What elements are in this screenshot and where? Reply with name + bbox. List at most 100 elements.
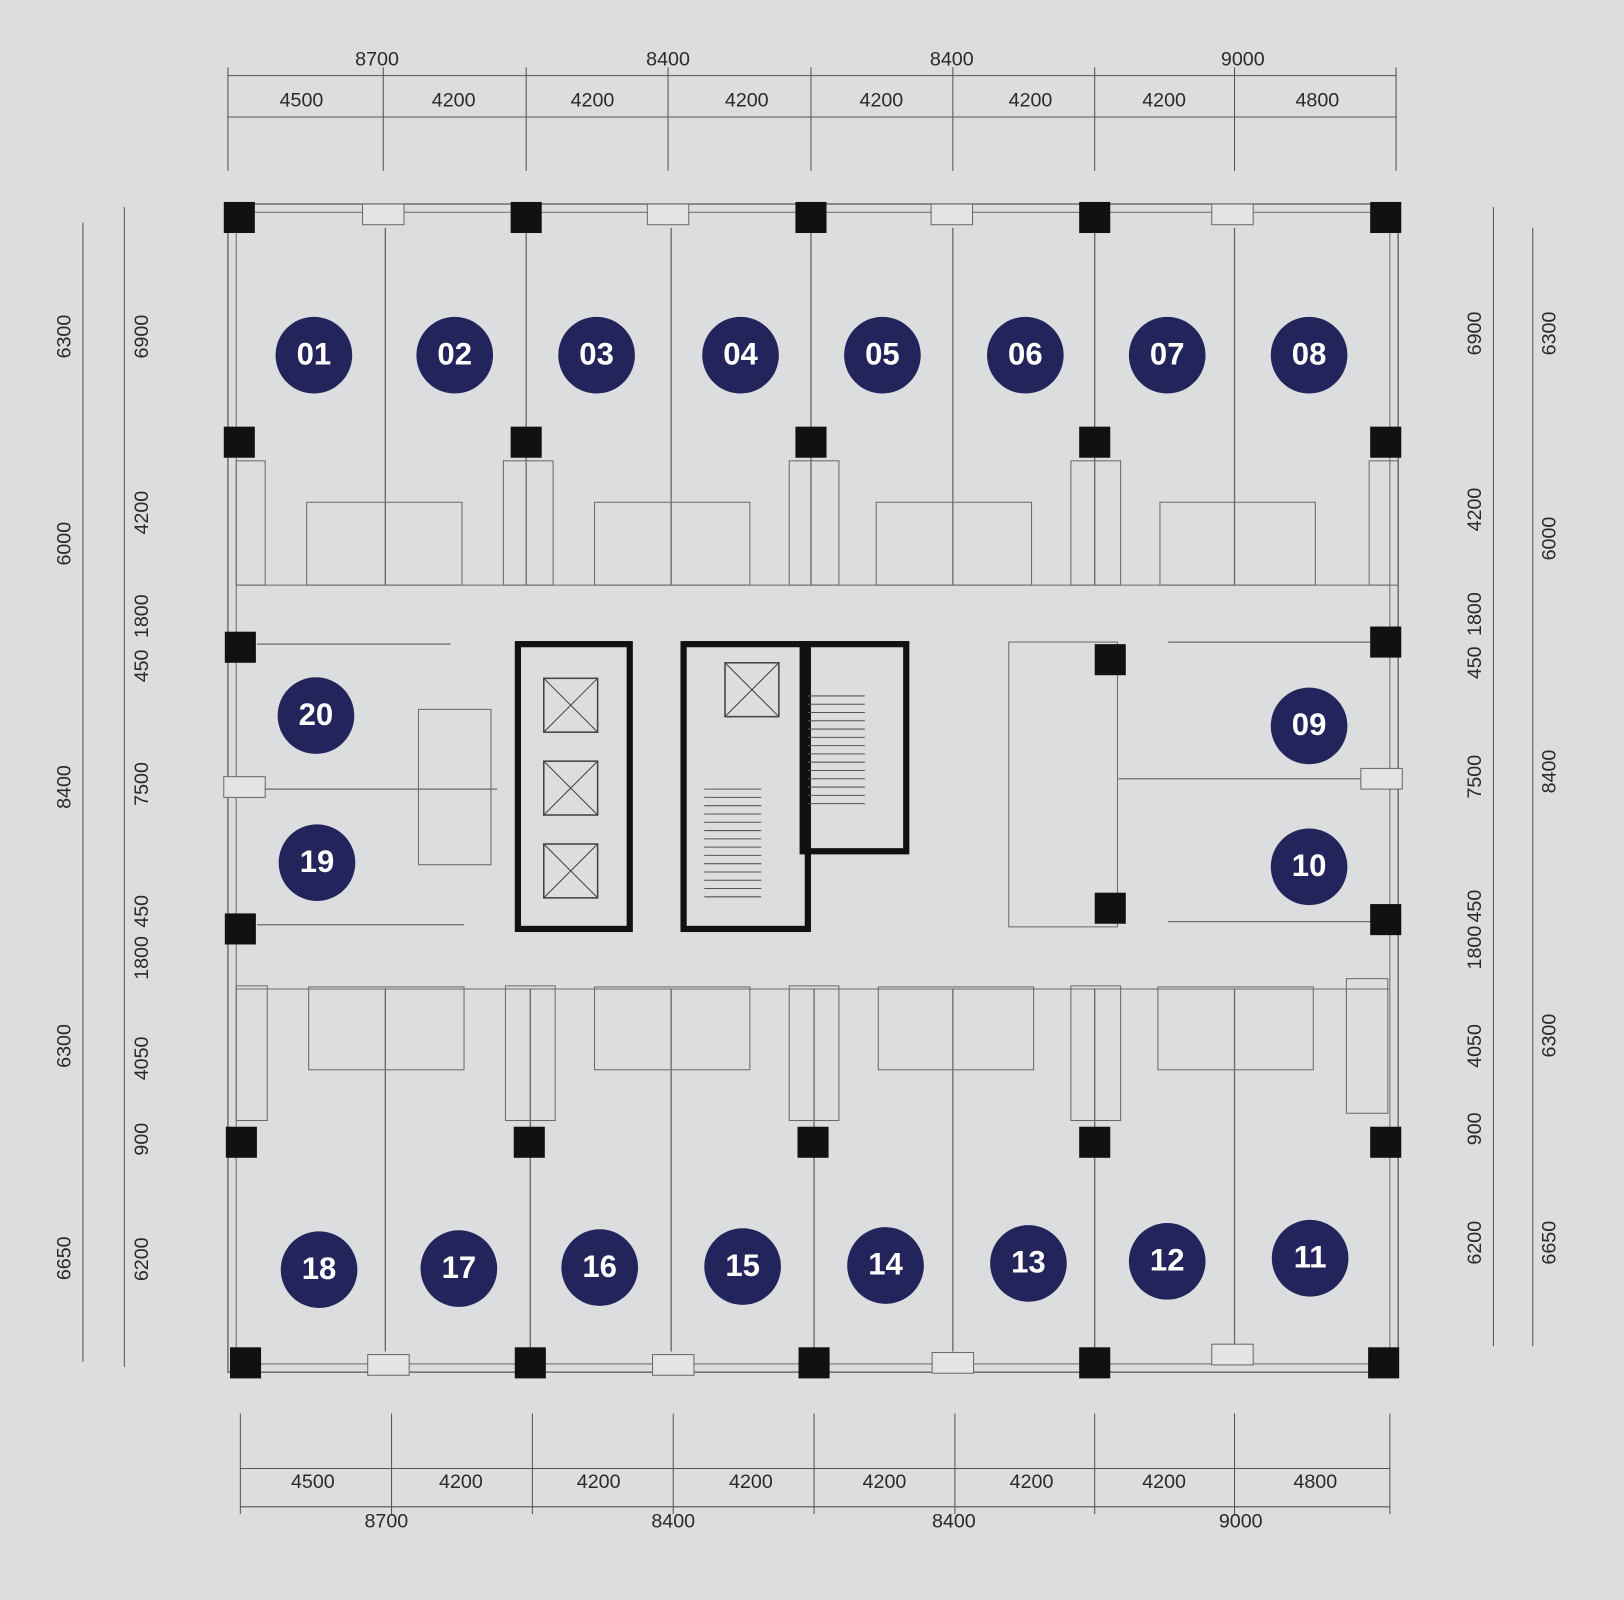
dimension-label: 4200 <box>1142 90 1186 112</box>
outer-wall-inner <box>235 211 1391 1365</box>
elevator-cross <box>724 662 780 718</box>
unit-marker-circle <box>416 316 494 394</box>
kitchen-counter <box>235 985 268 1122</box>
bathroom <box>308 986 465 1071</box>
column <box>229 1347 262 1379</box>
unit-number-label: 07 <box>1150 336 1185 371</box>
column <box>1368 1347 1400 1379</box>
outer-wall <box>227 203 1399 1373</box>
elevator-cross <box>543 760 598 816</box>
unit-marker-circle <box>278 824 356 901</box>
unit-number-label: 14 <box>868 1247 903 1282</box>
kitchen-counter <box>504 985 556 1122</box>
kitchen-counter <box>1070 985 1122 1122</box>
unit-marker-circle <box>1128 316 1206 394</box>
column <box>1370 626 1402 658</box>
unit-marker-circle <box>558 316 635 394</box>
unit-number-label: 10 <box>1292 848 1327 883</box>
column <box>1079 1126 1111 1158</box>
unit-number-label: 17 <box>442 1250 477 1285</box>
dimension-label: 6650 <box>1539 1221 1561 1265</box>
unit-marker-circle <box>990 1225 1067 1302</box>
dimension-label: 1800 <box>131 936 153 980</box>
core-stairs-elevators <box>514 641 910 933</box>
kitchen-counter <box>1345 978 1389 1114</box>
unit-marker-circle <box>1270 316 1348 394</box>
window-unit <box>1211 203 1254 226</box>
dimension-label: 7500 <box>1464 755 1486 799</box>
column <box>510 201 542 234</box>
core-wall <box>680 641 811 933</box>
unit-number-label: 08 <box>1292 336 1327 371</box>
unit-marker-circle <box>702 316 779 394</box>
unit-number-label: 11 <box>1294 1239 1327 1274</box>
bathroom <box>877 986 1035 1071</box>
dimension-label: 6900 <box>131 315 153 359</box>
shared-restroom <box>1008 641 1119 928</box>
column <box>795 426 827 458</box>
unit-number-label: 04 <box>723 336 758 371</box>
unit-marker-circle <box>277 677 355 754</box>
dimension-label: 4800 <box>1296 90 1340 112</box>
bathroom <box>875 501 1033 586</box>
kitchen-counter <box>502 460 554 586</box>
window-unit <box>1211 1343 1254 1366</box>
dimension-label: 6200 <box>1464 1221 1486 1265</box>
column <box>514 1347 546 1379</box>
dimension-label: 4200 <box>860 90 904 112</box>
dimension-label: 4800 <box>1293 1471 1337 1493</box>
unit-number-label: 15 <box>725 1248 760 1283</box>
window-unit <box>646 203 690 226</box>
elevator-shaft <box>724 662 780 718</box>
kitchen-counter <box>1368 460 1399 586</box>
unit-number-label: 19 <box>300 844 335 879</box>
dimension-label: 8400 <box>930 48 974 70</box>
elevator-shaft <box>543 843 599 899</box>
dimension-label: 4200 <box>1009 90 1053 112</box>
window-unit <box>931 1351 975 1374</box>
column <box>798 1347 830 1379</box>
window-unit <box>1360 767 1403 790</box>
column <box>1370 426 1402 458</box>
dimension-label: 450 <box>1464 646 1486 679</box>
dimension-label: 1800 <box>1464 592 1486 636</box>
column <box>223 201 255 234</box>
column <box>223 426 255 458</box>
kitchen-counter <box>1070 460 1122 586</box>
dimension-label: 4200 <box>863 1471 907 1493</box>
dimension-label: 4200 <box>432 90 476 112</box>
dimension-annotations: 8700 8400 8400 9000 4500 4200 4200 4200 4200 4200… <box>54 48 1561 1532</box>
unit-number-label: 02 <box>437 336 472 371</box>
unit-marker-circle <box>1271 1219 1349 1297</box>
bathroom <box>594 986 751 1071</box>
dimension-label: 6900 <box>1464 312 1486 356</box>
dimension-label: 4200 <box>1464 488 1486 532</box>
dimension-label: 450 <box>131 895 153 928</box>
dimension-label: 4200 <box>729 1471 773 1493</box>
dimension-label: 8700 <box>355 48 399 70</box>
unit-number-label: 20 <box>299 697 334 732</box>
bathroom <box>594 501 751 586</box>
dimension-label: 4200 <box>1010 1471 1054 1493</box>
structural-columns <box>223 201 1402 1379</box>
dimension-label: 9000 <box>1221 48 1265 70</box>
core-wall <box>799 641 910 855</box>
unit-number-label: 13 <box>1011 1245 1046 1280</box>
wall-lines <box>223 203 1403 1376</box>
unit-marker-circle <box>987 316 1064 394</box>
dimension-label: 900 <box>131 1123 153 1156</box>
column <box>1370 1126 1402 1158</box>
dimension-label: 6200 <box>131 1237 153 1281</box>
window-unit <box>362 203 405 226</box>
elevator-shaft <box>543 760 599 816</box>
dimension-label: 9000 <box>1219 1511 1263 1533</box>
column <box>224 631 256 663</box>
dimension-label: 8400 <box>646 48 690 70</box>
column <box>1079 426 1111 458</box>
dimension-label: 4500 <box>280 90 324 112</box>
unit-number-label: 06 <box>1008 336 1043 371</box>
dimension-label: 8400 <box>1539 750 1561 794</box>
unit-marker-circle <box>1270 828 1348 906</box>
